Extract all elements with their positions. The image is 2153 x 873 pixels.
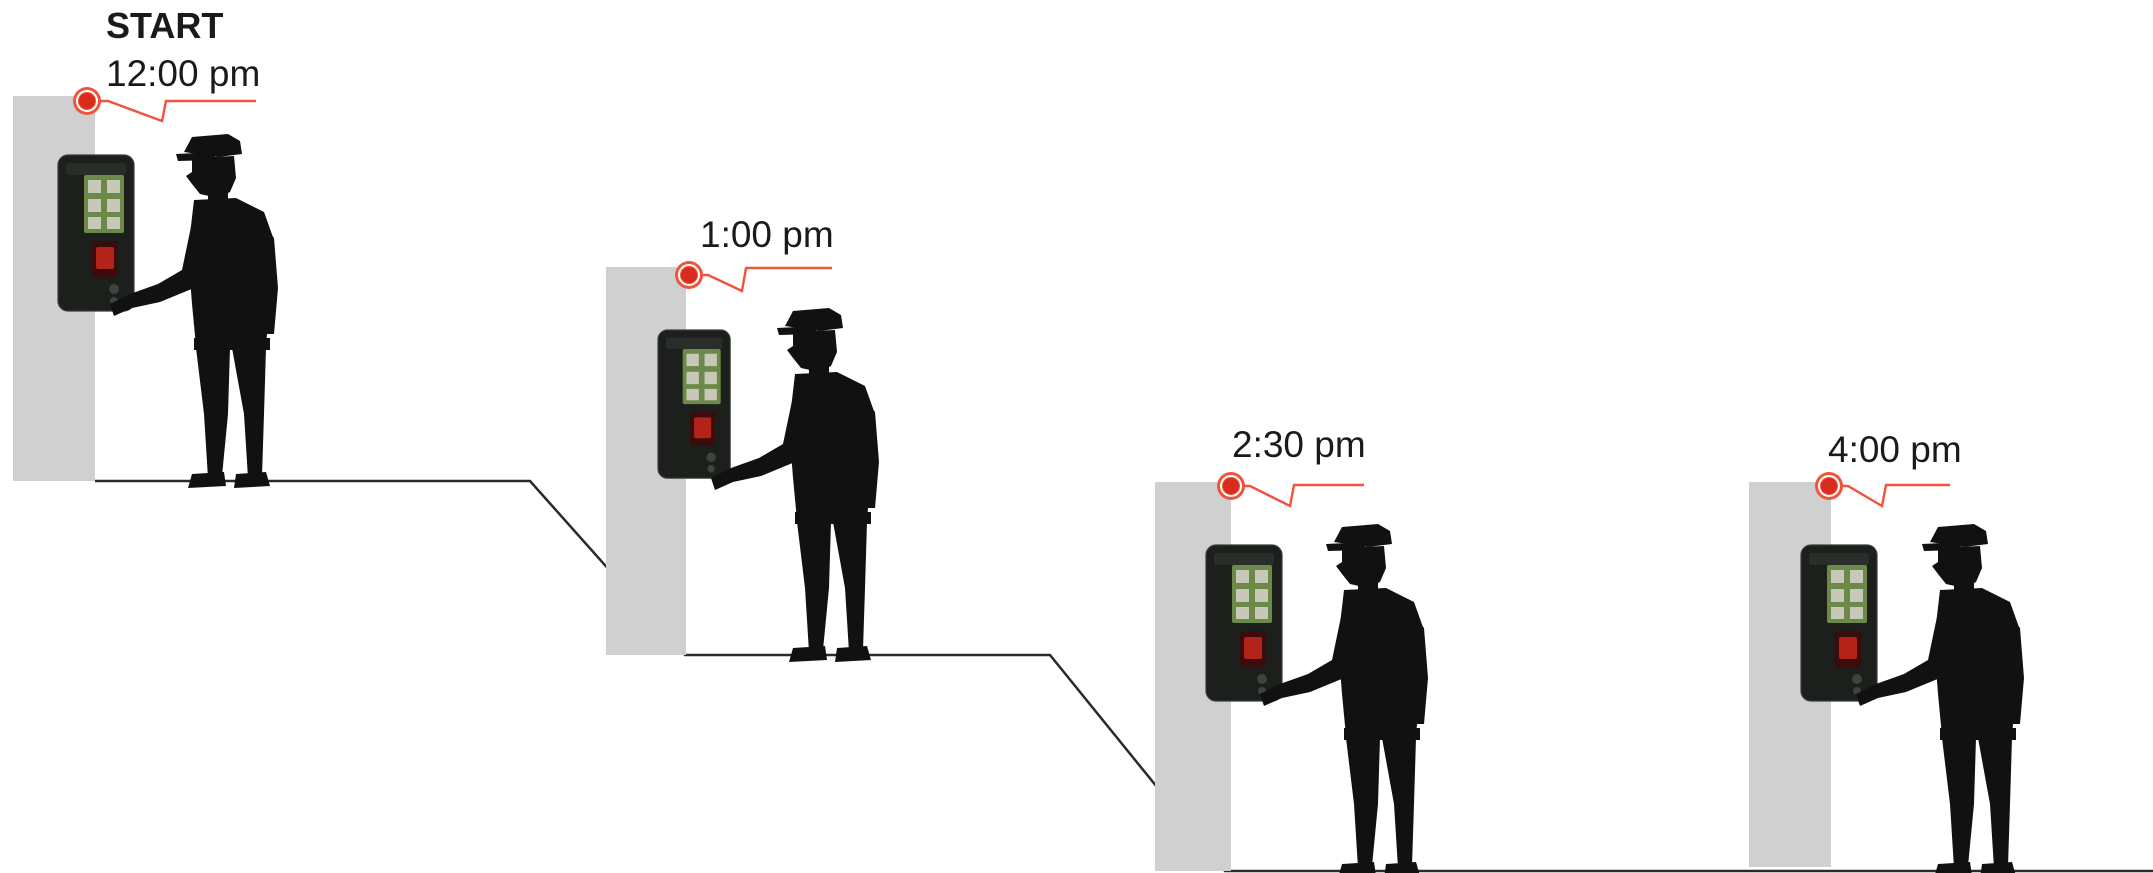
security-guard-silhouette bbox=[1856, 524, 2024, 873]
security-guard-silhouette bbox=[1260, 524, 1428, 873]
checkpoint-2: 1:00 pm bbox=[606, 214, 879, 662]
callout-line-4 bbox=[1829, 485, 1950, 506]
checkpoint-3: 2:30 pm bbox=[1155, 424, 1428, 873]
fingerprint-terminal-icon bbox=[658, 330, 730, 478]
time-label-3: 2:30 pm bbox=[1232, 424, 1366, 465]
start-label: START bbox=[106, 5, 223, 46]
checkpoint-4: 4:00 pm bbox=[1749, 429, 2024, 873]
fingerprint-terminal-icon bbox=[1206, 545, 1282, 701]
callout-line-2 bbox=[689, 268, 832, 291]
security-guard-silhouette bbox=[711, 308, 879, 662]
fingerprint-terminal-icon bbox=[1801, 545, 1877, 701]
time-label-1: 12:00 pm bbox=[106, 53, 260, 94]
security-guard-silhouette bbox=[110, 134, 278, 488]
fingerprint-terminal-icon bbox=[58, 155, 134, 311]
red-pin-icon bbox=[675, 261, 703, 289]
red-pin-icon bbox=[1217, 472, 1245, 500]
time-label-4: 4:00 pm bbox=[1828, 429, 1962, 470]
red-pin-icon bbox=[1815, 472, 1843, 500]
red-pin-icon bbox=[73, 87, 101, 115]
checkpoint-1: START 12:00 pm bbox=[13, 5, 278, 488]
callout-line-1 bbox=[87, 101, 256, 121]
callout-line-3 bbox=[1231, 485, 1364, 506]
time-label-2: 1:00 pm bbox=[700, 214, 834, 255]
